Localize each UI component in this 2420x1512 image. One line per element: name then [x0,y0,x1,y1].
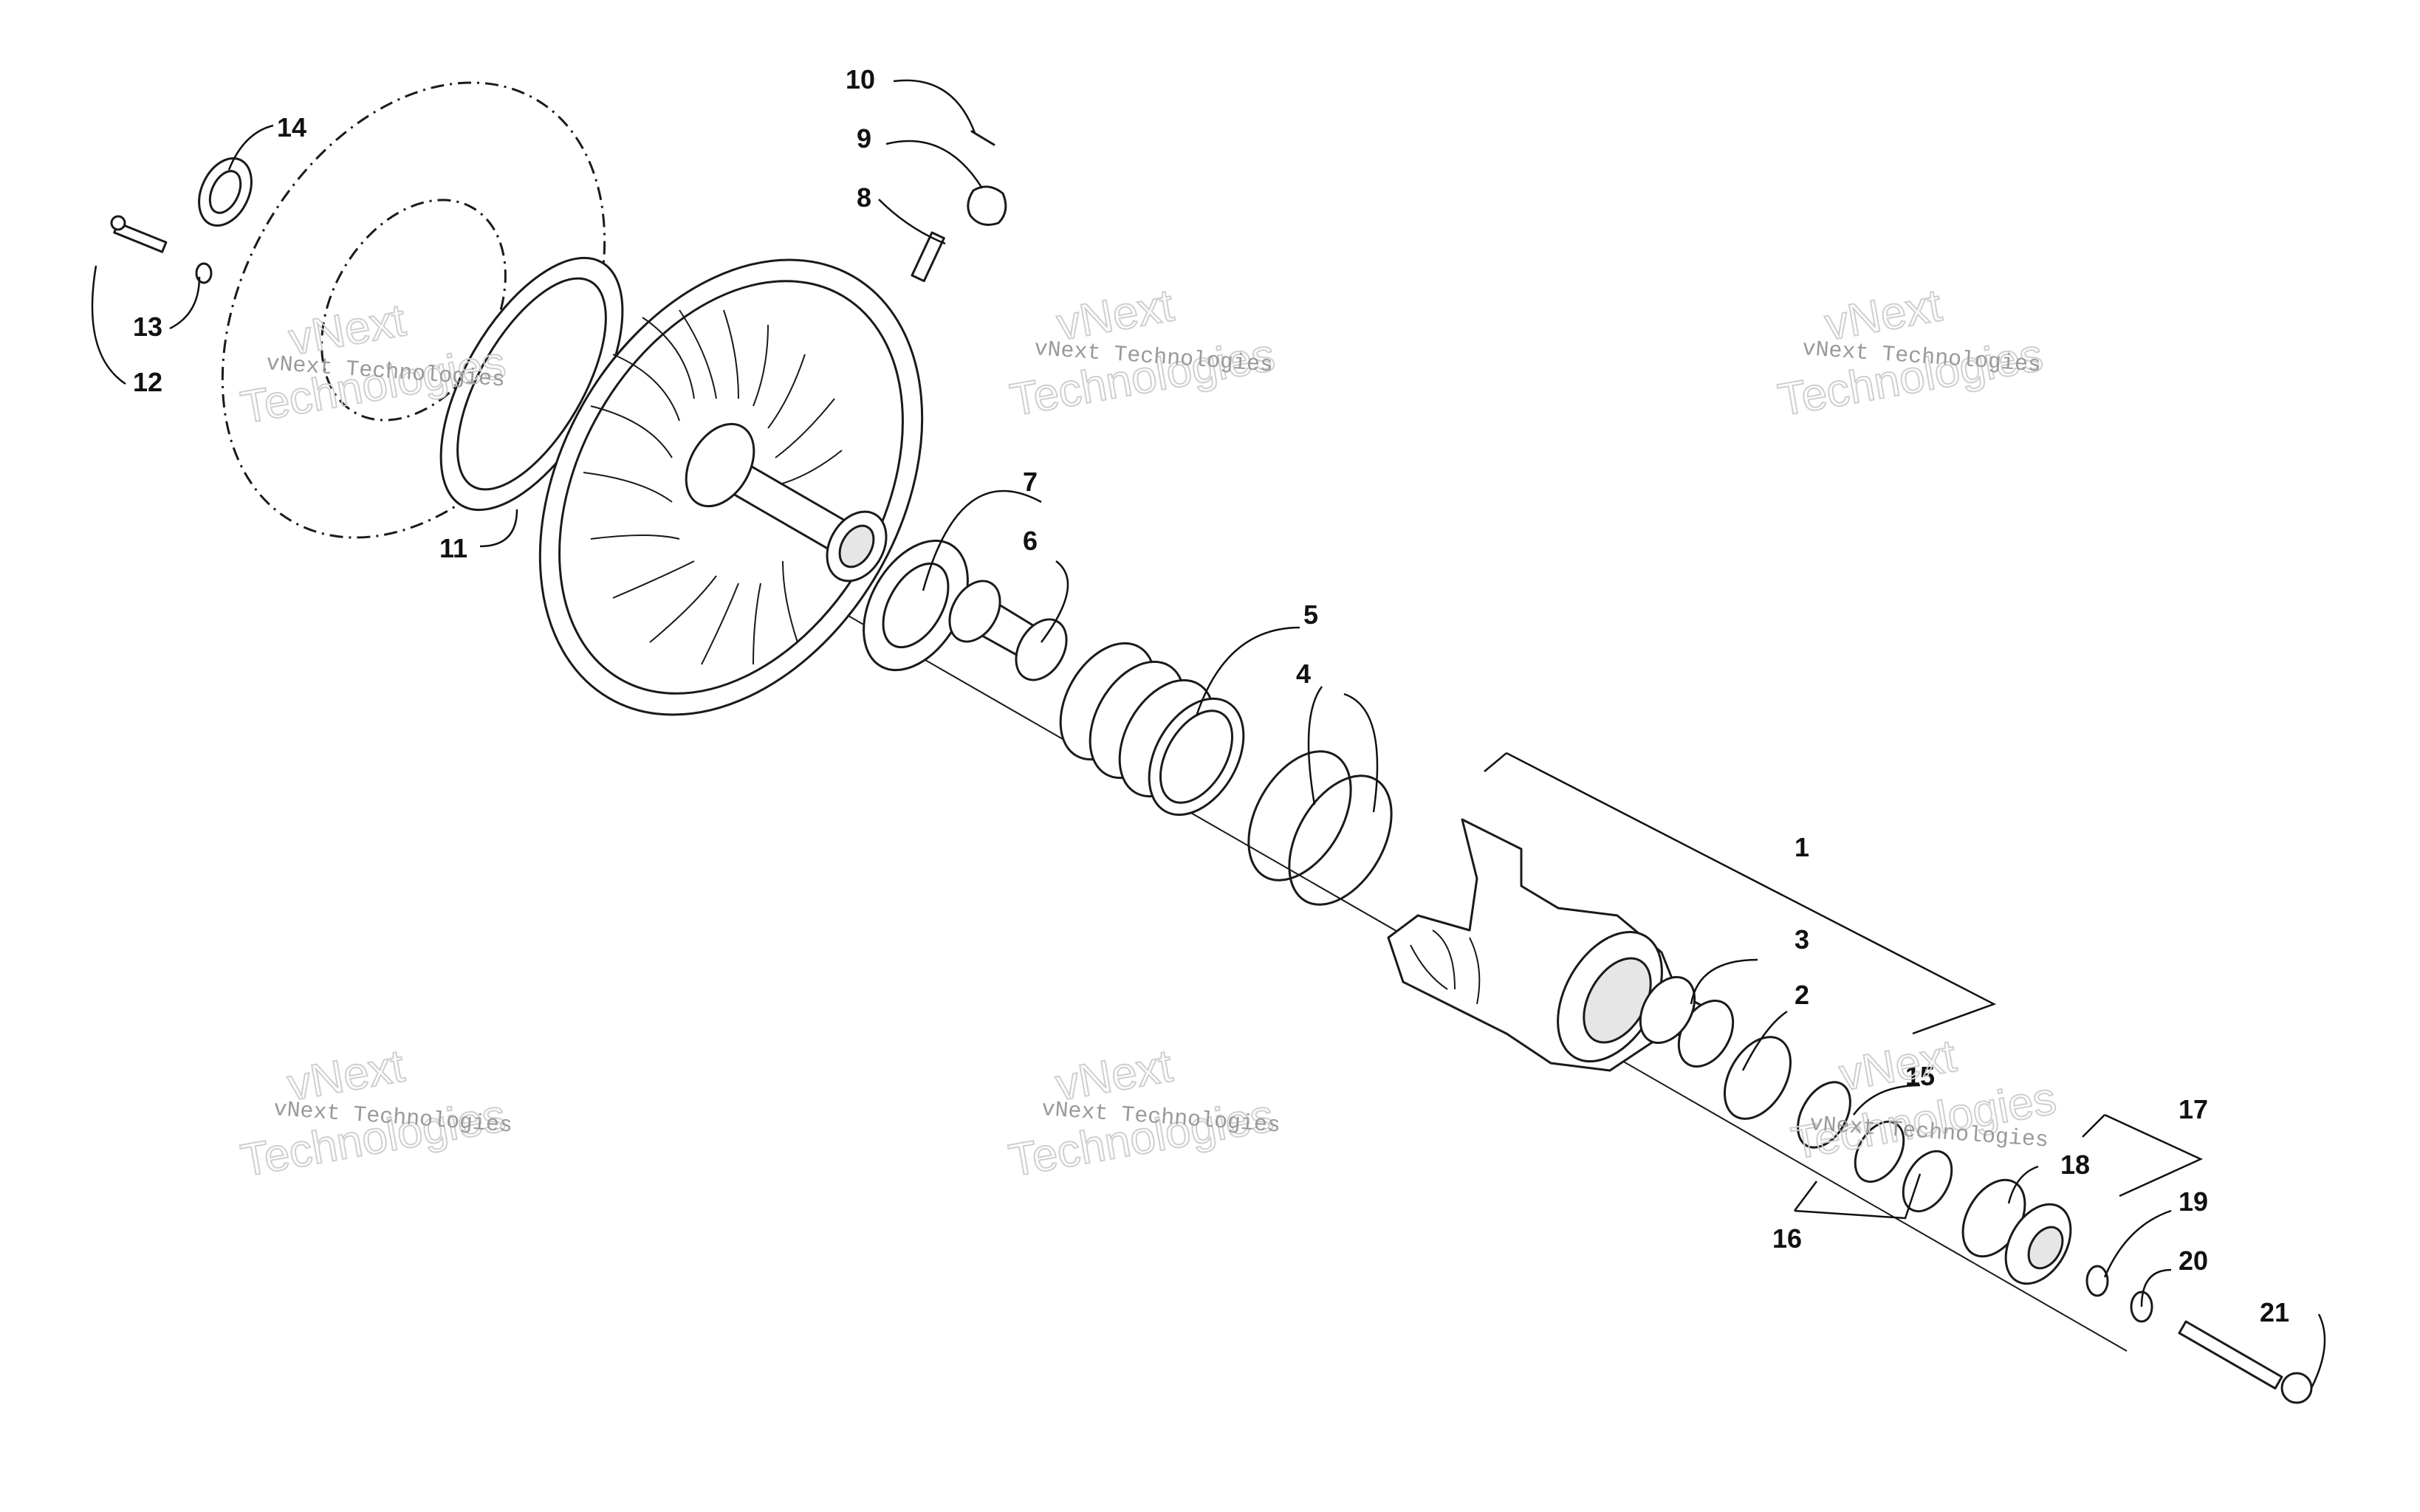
part-12-bolt [110,215,168,253]
part-10-pin [970,130,995,146]
callout-labels: 1 2 3 4 5 6 7 8 9 10 11 12 13 14 15 16 1… [133,64,2289,1327]
part-15-ring [1797,1081,1851,1149]
part-7-washer [863,539,969,672]
callout-12: 12 [133,367,162,397]
leader-lines [91,79,2326,1389]
part-16-ring-b [1902,1150,1953,1213]
callout-9: 9 [857,123,871,154]
callout-8: 8 [857,182,871,213]
part-9-weight [967,185,1007,226]
part-6-bushing [948,580,1068,681]
callout-21: 21 [2260,1297,2289,1327]
part-5-spring [1059,642,1245,817]
part-2-snap-ring [1723,1036,1792,1120]
callout-3: 3 [1795,924,1809,955]
callout-1: 1 [1795,832,1809,862]
callout-7: 7 [1023,467,1038,497]
callout-20: 20 [2179,1245,2208,1276]
part-14-washer [198,157,253,227]
part-21-bolt [2178,1320,2313,1404]
callout-18: 18 [2060,1150,2090,1180]
callout-17: 17 [2179,1094,2208,1124]
part-16-ring-a [1854,1120,1905,1183]
callout-14: 14 [277,112,306,142]
part-4-rings [1247,750,1393,906]
part-1-housing [1387,818,1678,1072]
callout-13: 13 [133,312,162,342]
callout-15: 15 [1905,1061,1935,1091]
callout-10: 10 [846,64,875,94]
part-18-cap [2004,1203,2072,1285]
watermark-big-6a: vNext [1836,1031,1960,1101]
part-8-pin [911,231,945,283]
part-19-washer [2085,1265,2109,1297]
callout-16: 16 [1772,1223,1802,1254]
sheave-assembly [538,258,924,716]
callout-11: 11 [439,533,467,563]
callout-2: 2 [1795,980,1809,1010]
callout-19: 19 [2179,1186,2208,1217]
part-3-bushing [1639,975,1735,1068]
callout-5: 5 [1303,599,1318,630]
callout-4: 4 [1296,659,1311,689]
callout-6: 6 [1023,526,1038,556]
